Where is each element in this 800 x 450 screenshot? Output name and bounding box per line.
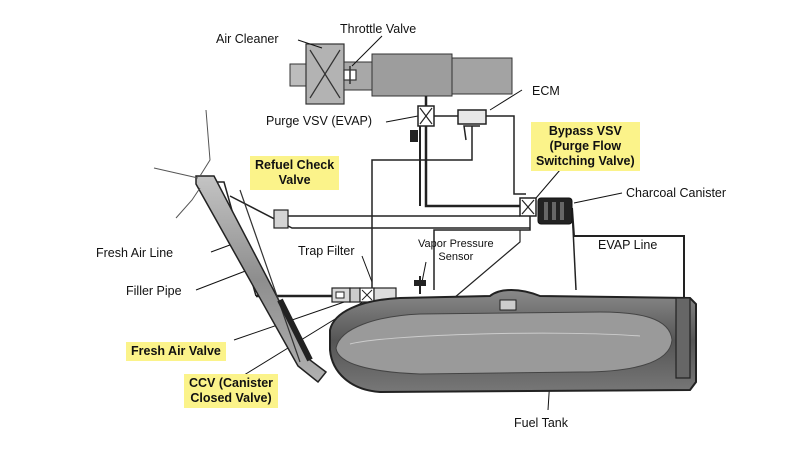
bypass-vsv-icon [519, 197, 537, 217]
label-throttle-valve: Throttle Valve [340, 22, 417, 36]
label-charcoal-canister: Charcoal Canister [626, 186, 727, 200]
fuel-tank [329, 289, 697, 394]
label-evap-line: EVAP Line [598, 238, 658, 252]
label-filler-pipe: Filler Pipe [126, 284, 182, 298]
ccv-line-1: CCV (Canister [189, 376, 274, 390]
bypass-vsv-line-1: Bypass VSV [548, 124, 622, 138]
charcoal-canister-icon [537, 197, 573, 225]
throttle-body [371, 53, 453, 97]
refuel-check-line-2: Valve [278, 173, 311, 187]
purge-vsv-icon [410, 105, 435, 142]
bypass-vsv-line-3: Switching Valve) [536, 154, 635, 168]
vapor-sensor-line-1: Vapor Pressure [418, 238, 494, 250]
label-bypass-vsv: Bypass VSV (Purge Flow Switching Valve) [531, 122, 640, 171]
air-cleaner-inlet [289, 63, 309, 87]
label-fresh-air-line: Fresh Air Line [96, 246, 174, 260]
label-trap-filter: Trap Filter [298, 244, 355, 258]
fuel-pump-module [675, 297, 691, 379]
refuel-check-valve-icon [273, 209, 289, 229]
ccv-line-2: Closed Valve) [190, 391, 272, 405]
label-air-cleaner: Air Cleaner [216, 32, 279, 46]
label-ecm: ECM [532, 84, 560, 98]
label-fuel-tank: Fuel Tank [514, 416, 568, 430]
bypass-vsv-line-2: (Purge Flow [549, 139, 622, 153]
ecm-box [457, 109, 487, 125]
intake-manifold [451, 57, 513, 95]
intake-assembly [289, 43, 513, 105]
refuel-check-line-1: Refuel Check [255, 158, 335, 172]
tank-vent-valve [499, 299, 517, 311]
label-fresh-air-valve: Fresh Air Valve [126, 342, 226, 361]
label-ccv: CCV (Canister Closed Valve) [184, 374, 279, 408]
filler-pipe [153, 109, 328, 384]
vapor-pressure-sensor-icon [414, 276, 426, 294]
vapor-sensor-line-2: Sensor [438, 251, 474, 263]
label-purge-vsv: Purge VSV (EVAP) [266, 114, 373, 128]
label-vapor-pressure-sensor: Vapor Pressure Sensor [418, 238, 494, 264]
label-refuel-check-valve: Refuel Check Valve [250, 156, 340, 190]
